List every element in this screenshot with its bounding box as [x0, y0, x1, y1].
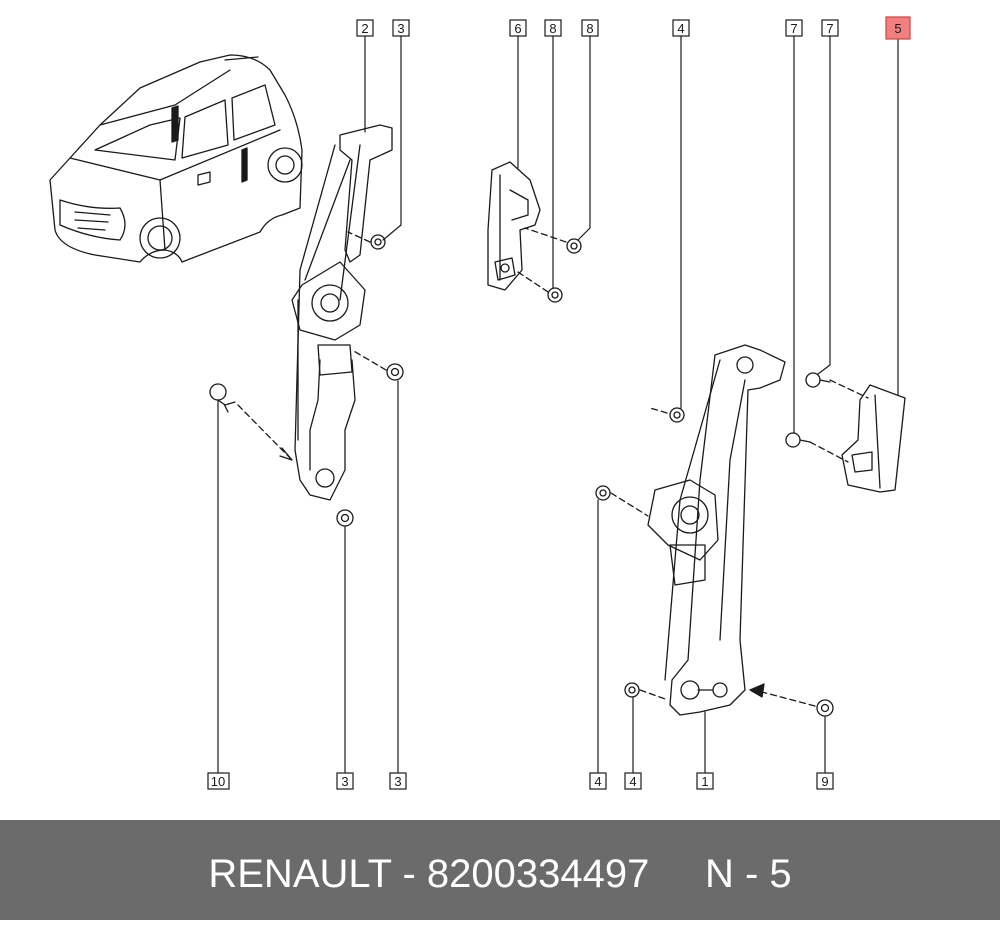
fasteners	[209, 234, 834, 717]
callout-10: 10	[207, 772, 230, 790]
assembly-lines	[237, 227, 869, 707]
callout-3-bottom-left-label: 3	[341, 774, 348, 789]
callout-9-label: 9	[821, 774, 828, 789]
arrow-head	[279, 447, 293, 461]
callout-6: 6	[509, 19, 527, 37]
callout-4-bottom-right: 4	[624, 772, 642, 790]
callout-8-left-label: 8	[549, 21, 556, 36]
callout-9: 9	[816, 772, 834, 790]
callout-5-label: 5	[894, 21, 901, 36]
callout-7-left: 7	[785, 19, 803, 37]
callout-5-highlighted: 5	[885, 16, 911, 40]
window-regulator-diagram: 2 3 6 8 8 4 7	[49, 16, 911, 790]
leader-lines	[217, 35, 899, 774]
callout-2-label: 2	[361, 21, 368, 36]
arrow-head	[749, 683, 765, 698]
callout-3-bottom-right: 3	[389, 772, 407, 790]
callout-3-bottom-left: 3	[336, 772, 354, 790]
callout-7-right: 7	[821, 19, 839, 37]
callout-8-left: 8	[544, 19, 562, 37]
callout-8-right: 8	[581, 19, 599, 37]
callout-4-bottom-left-label: 4	[594, 774, 601, 789]
callout-10-label: 10	[211, 774, 225, 789]
callout-7-right-label: 7	[826, 21, 833, 36]
callout-1-label: 1	[701, 774, 708, 789]
footer-bar: RENAULT - 8200334497 N - 5	[0, 820, 1000, 920]
car-illustration	[49, 54, 303, 263]
callout-3-bottom-right-label: 3	[394, 774, 401, 789]
window-motor-bracket	[487, 161, 541, 291]
callout-3-top-label: 3	[397, 21, 404, 36]
callout-4-bottom-left: 4	[589, 772, 607, 790]
callout-6-label: 6	[514, 21, 521, 36]
callout-2: 2	[356, 19, 374, 37]
front-window-regulator	[291, 124, 393, 501]
window-glass-channel	[841, 384, 906, 493]
callout-1: 1	[696, 772, 714, 790]
callout-7-left-label: 7	[790, 21, 797, 36]
callout-3-top: 3	[392, 19, 410, 37]
callout-8-right-label: 8	[586, 21, 593, 36]
part-number-caption: RENAULT - 8200334497 N - 5	[208, 852, 792, 896]
callout-4-bottom-right-label: 4	[629, 774, 636, 789]
callout-4-top: 4	[672, 19, 690, 37]
callout-4-top-label: 4	[677, 21, 684, 36]
rear-window-regulator	[647, 344, 786, 716]
